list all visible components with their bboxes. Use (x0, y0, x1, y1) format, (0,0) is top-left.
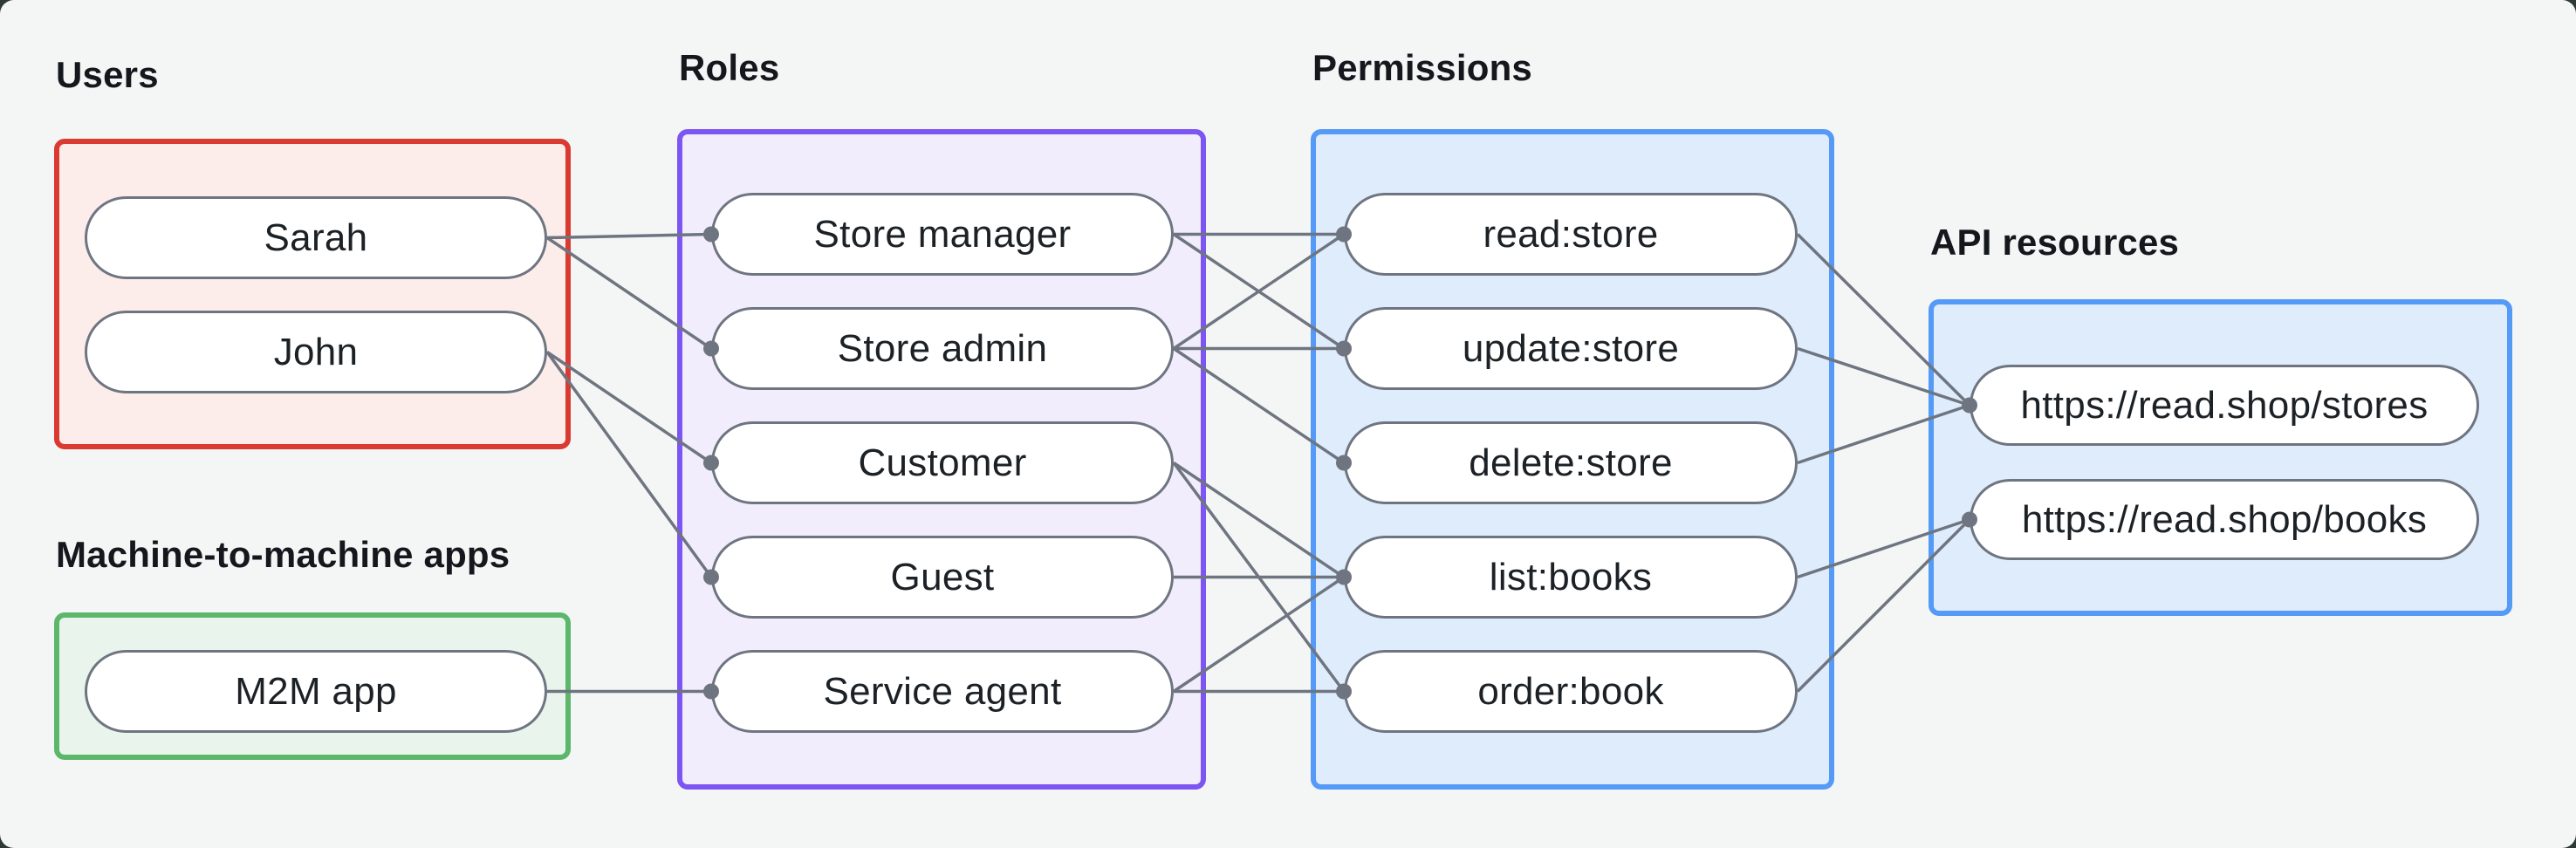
node-guest: Guest (711, 536, 1174, 619)
node-update-store: update:store (1344, 307, 1798, 390)
roles-group-label: Roles (679, 47, 780, 88)
node-store-manager: Store manager (711, 193, 1174, 276)
node-read-store: read:store (1344, 193, 1798, 276)
node-delete-store: delete:store (1344, 421, 1798, 504)
m2m-group-label: Machine-to-machine apps (56, 534, 510, 575)
api-resources-group-box (1929, 299, 2512, 616)
users-group-label: Users (56, 54, 159, 95)
node-service-agent: Service agent (711, 650, 1174, 733)
node-john: John (85, 311, 547, 393)
node-sarah: Sarah (85, 196, 547, 279)
node-stores-api: https://read.shop/stores (1970, 365, 2479, 446)
node-store-admin: Store admin (711, 307, 1174, 390)
node-order-book: order:book (1344, 650, 1798, 733)
node-customer: Customer (711, 421, 1174, 504)
node-list-books: list:books (1344, 536, 1798, 619)
node-books-api: https://read.shop/books (1970, 479, 2479, 560)
node-m2m-app: M2M app (85, 650, 547, 733)
api-resources-group-label: API resources (1930, 222, 2180, 263)
users-group-box (54, 139, 571, 449)
permissions-group-label: Permissions (1312, 47, 1532, 88)
